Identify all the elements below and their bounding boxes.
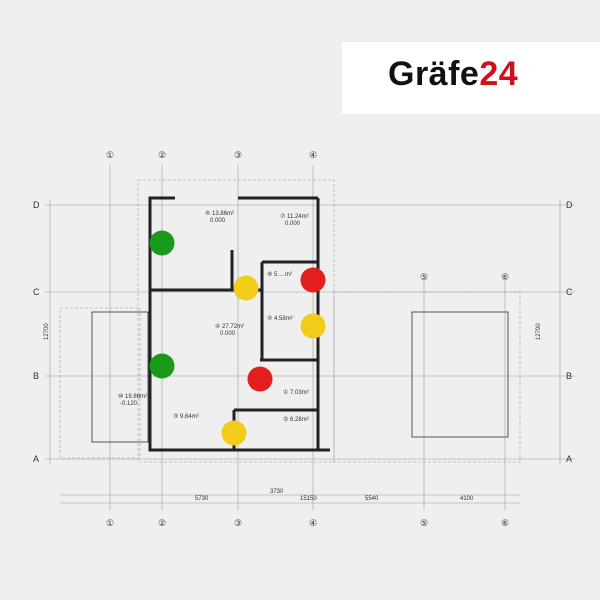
brand-logo: Gräfe24 xyxy=(388,55,519,93)
axis-row-b-left: B xyxy=(33,371,39,381)
red-marker[interactable] xyxy=(300,267,326,293)
room-8-label: ⑧ 5.…m² xyxy=(267,271,292,278)
axis-col-6-top: ⑥ xyxy=(501,272,509,282)
right-height-dim: 12700 xyxy=(536,323,542,340)
axis-col-4-top: ④ xyxy=(309,150,317,160)
green-marker[interactable] xyxy=(149,230,175,256)
room-6-level: 0.000 xyxy=(210,218,226,224)
axis-col-3-bottom: ③ xyxy=(234,518,242,528)
total-width-dim: 15150 xyxy=(300,496,317,502)
left-height-dim: 12700 xyxy=(44,323,50,340)
axis-row-a-right: A xyxy=(566,454,572,464)
room-4-label: ④ 27.72m² xyxy=(215,323,244,330)
yellow-marker[interactable] xyxy=(300,313,326,339)
axis-col-5-top: ⑤ xyxy=(420,272,428,282)
dim-segment-2: 3730 xyxy=(270,489,284,495)
axis-col-1-bottom: ① xyxy=(106,518,114,528)
green-marker[interactable] xyxy=(149,353,175,379)
room-2-label: ② 6.28m² xyxy=(283,416,309,423)
room-10-level: -0.120 xyxy=(120,401,138,407)
room-5-label: ⑤ 4.58m² xyxy=(267,315,293,322)
red-marker[interactable] xyxy=(247,366,273,392)
axis-col-2-top: ② xyxy=(158,150,166,160)
axis-row-c-right: C xyxy=(566,287,573,297)
axis-col-6-bottom: ⑥ xyxy=(501,518,509,528)
axis-col-2-bottom: ② xyxy=(158,518,166,528)
room-7-label: ⑦ 11.24m² xyxy=(280,213,309,220)
grid-lines xyxy=(45,165,575,510)
yellow-marker[interactable] xyxy=(233,275,259,301)
room-3-label: ③ 9.64m² xyxy=(173,413,199,420)
yellow-marker[interactable] xyxy=(221,420,247,446)
axis-col-4-bottom: ④ xyxy=(309,518,317,528)
dim-segment-4: 4100 xyxy=(460,496,474,502)
axis-row-d-left: D xyxy=(33,200,40,210)
axis-row-d-right: D xyxy=(566,200,573,210)
dim-segment-3: 5540 xyxy=(365,496,379,502)
porch-and-terrace xyxy=(91,311,509,443)
room-6-label: ⑥ 13.86m² xyxy=(205,210,234,217)
room-4-level: 0.000 xyxy=(220,331,236,337)
axis-row-a-left: A xyxy=(33,454,39,464)
room-10-label: ⑩ 19.86m² xyxy=(118,393,147,400)
logo-box xyxy=(342,42,600,114)
markers xyxy=(149,230,326,446)
axis-row-c-left: C xyxy=(33,287,40,297)
axis-col-3-top: ③ xyxy=(234,150,242,160)
axis-row-b-right: B xyxy=(566,371,572,381)
axis-col-5-bottom: ⑤ xyxy=(420,518,428,528)
dim-segment-1: 5730 xyxy=(195,496,209,502)
room-1-label: ① 7.03m² xyxy=(283,389,309,396)
axis-labels: ① ② ③ ④ ⑤ ⑥ ① ② ③ ④ ⑤ ⑥ D C B A D C B A xyxy=(33,150,573,528)
room-labels: ⑥ 13.86m² 0.000 ⑦ 11.24m² 0.000 ⑧ 5.…m² … xyxy=(44,210,542,502)
room-7-level: 0.000 xyxy=(285,221,301,227)
axis-col-1-top: ① xyxy=(106,150,114,160)
